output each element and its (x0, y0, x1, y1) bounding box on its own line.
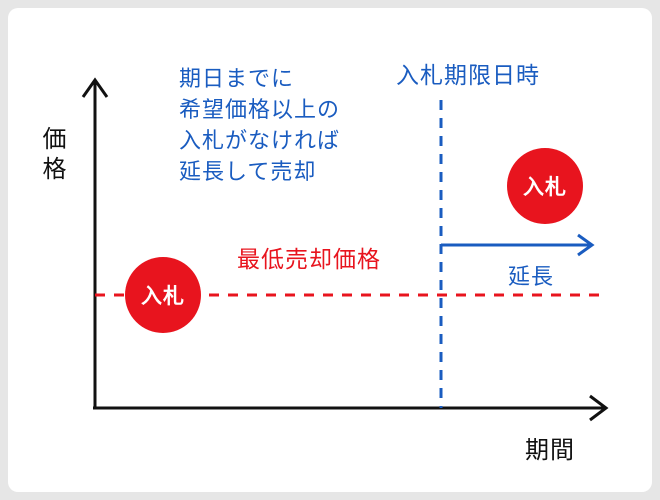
diagram-frame (8, 8, 652, 492)
x-axis-label: 期間 (525, 436, 575, 464)
y-axis-label: 価 格 (40, 124, 70, 184)
extension-label: 延長 (508, 265, 555, 290)
note-line: 入札がなければ (179, 129, 341, 154)
minimum-price-label: 最低売却価格 (237, 247, 381, 273)
extension-arrowhead-icon (577, 233, 595, 257)
bid-badge-right: 入札 (507, 148, 583, 224)
note-line: 希望価格以上の (179, 98, 341, 123)
y-axis-arrowhead-icon (81, 77, 109, 98)
bid-badge-left: 入札 (125, 257, 201, 333)
note-line: 延長して売却 (179, 160, 317, 185)
deadline-label: 入札期限日時 (396, 63, 540, 89)
explanation-note: 期日までに 希望価格以上の 入札がなければ 延長して売却 (179, 64, 340, 188)
x-axis-arrowhead-icon (589, 394, 609, 422)
y-axis-label-char-1: 価 (42, 125, 68, 153)
note-line: 期日までに (179, 67, 295, 92)
y-axis-label-char-2: 格 (42, 155, 68, 183)
